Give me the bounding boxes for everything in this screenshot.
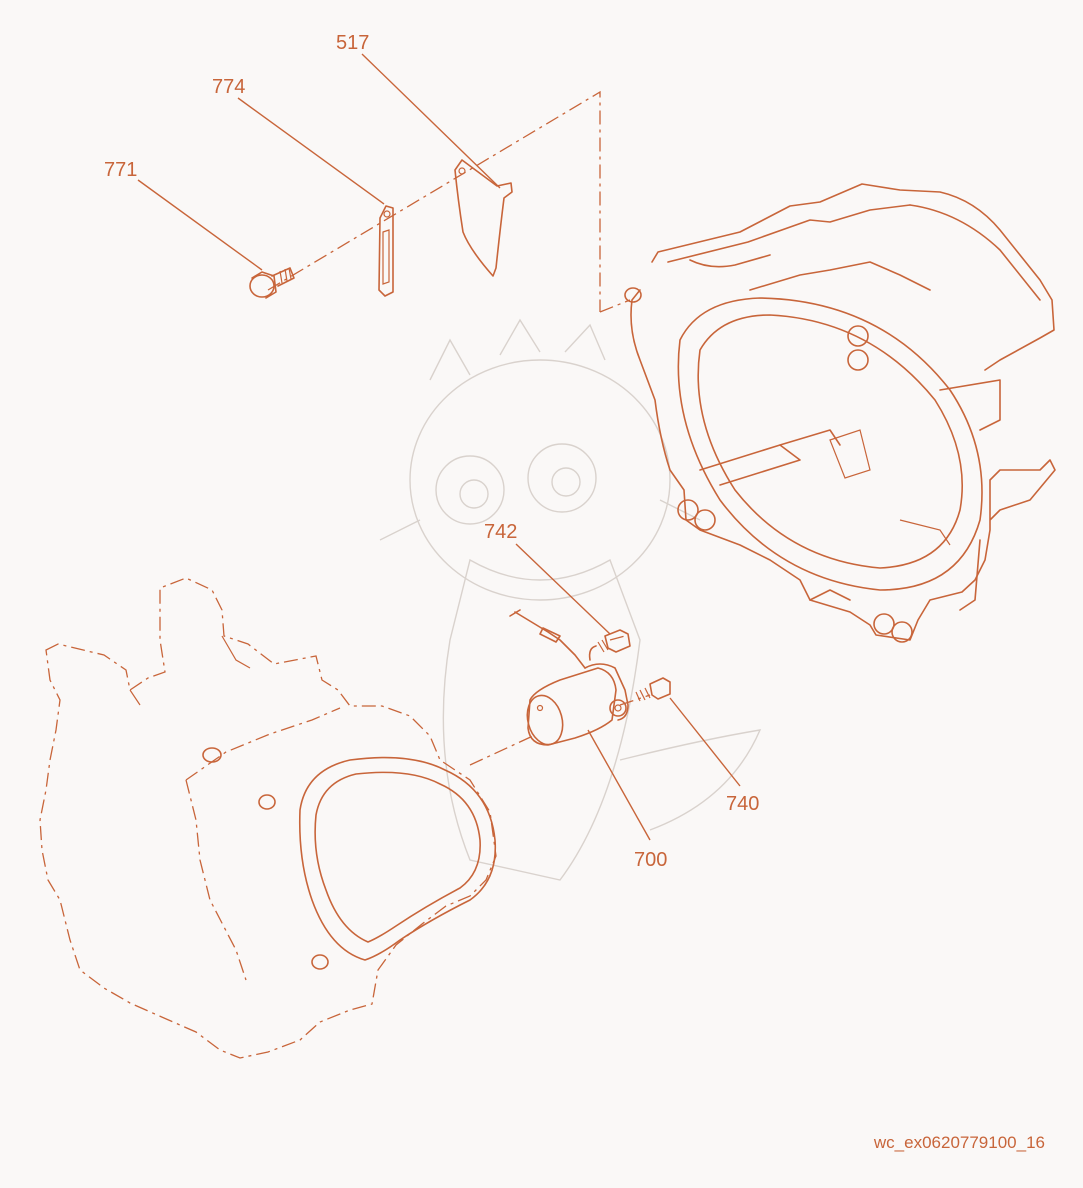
engine-block bbox=[39, 577, 497, 1059]
part-774-strap bbox=[378, 205, 394, 297]
callout-labels: 517 774 771 742 740 700 bbox=[104, 32, 759, 871]
leader-742 bbox=[515, 543, 611, 635]
part-740-screw bbox=[635, 677, 671, 702]
part-771-bolt bbox=[249, 267, 295, 299]
callout-771: 771 bbox=[104, 159, 137, 181]
leader-700 bbox=[587, 729, 651, 841]
watermark-character bbox=[379, 318, 762, 881]
callout-517: 517 bbox=[336, 32, 369, 54]
callout-774: 774 bbox=[212, 76, 245, 98]
leader-740 bbox=[669, 697, 741, 787]
part-517-cover bbox=[454, 159, 513, 277]
housing-assembly bbox=[624, 183, 1056, 643]
assembly-centerlines bbox=[267, 90, 651, 766]
leader-771 bbox=[137, 179, 263, 271]
leader-517 bbox=[361, 53, 501, 189]
drawing-id-label: wc_ex0620779100_16 bbox=[873, 1133, 1045, 1152]
callout-700: 700 bbox=[634, 849, 667, 871]
leader-lines bbox=[137, 53, 741, 841]
part-700-actuator bbox=[509, 609, 629, 746]
callout-742: 742 bbox=[484, 521, 517, 543]
callout-740: 740 bbox=[726, 793, 759, 815]
leader-774 bbox=[237, 97, 385, 205]
part-742-screw bbox=[597, 629, 631, 653]
